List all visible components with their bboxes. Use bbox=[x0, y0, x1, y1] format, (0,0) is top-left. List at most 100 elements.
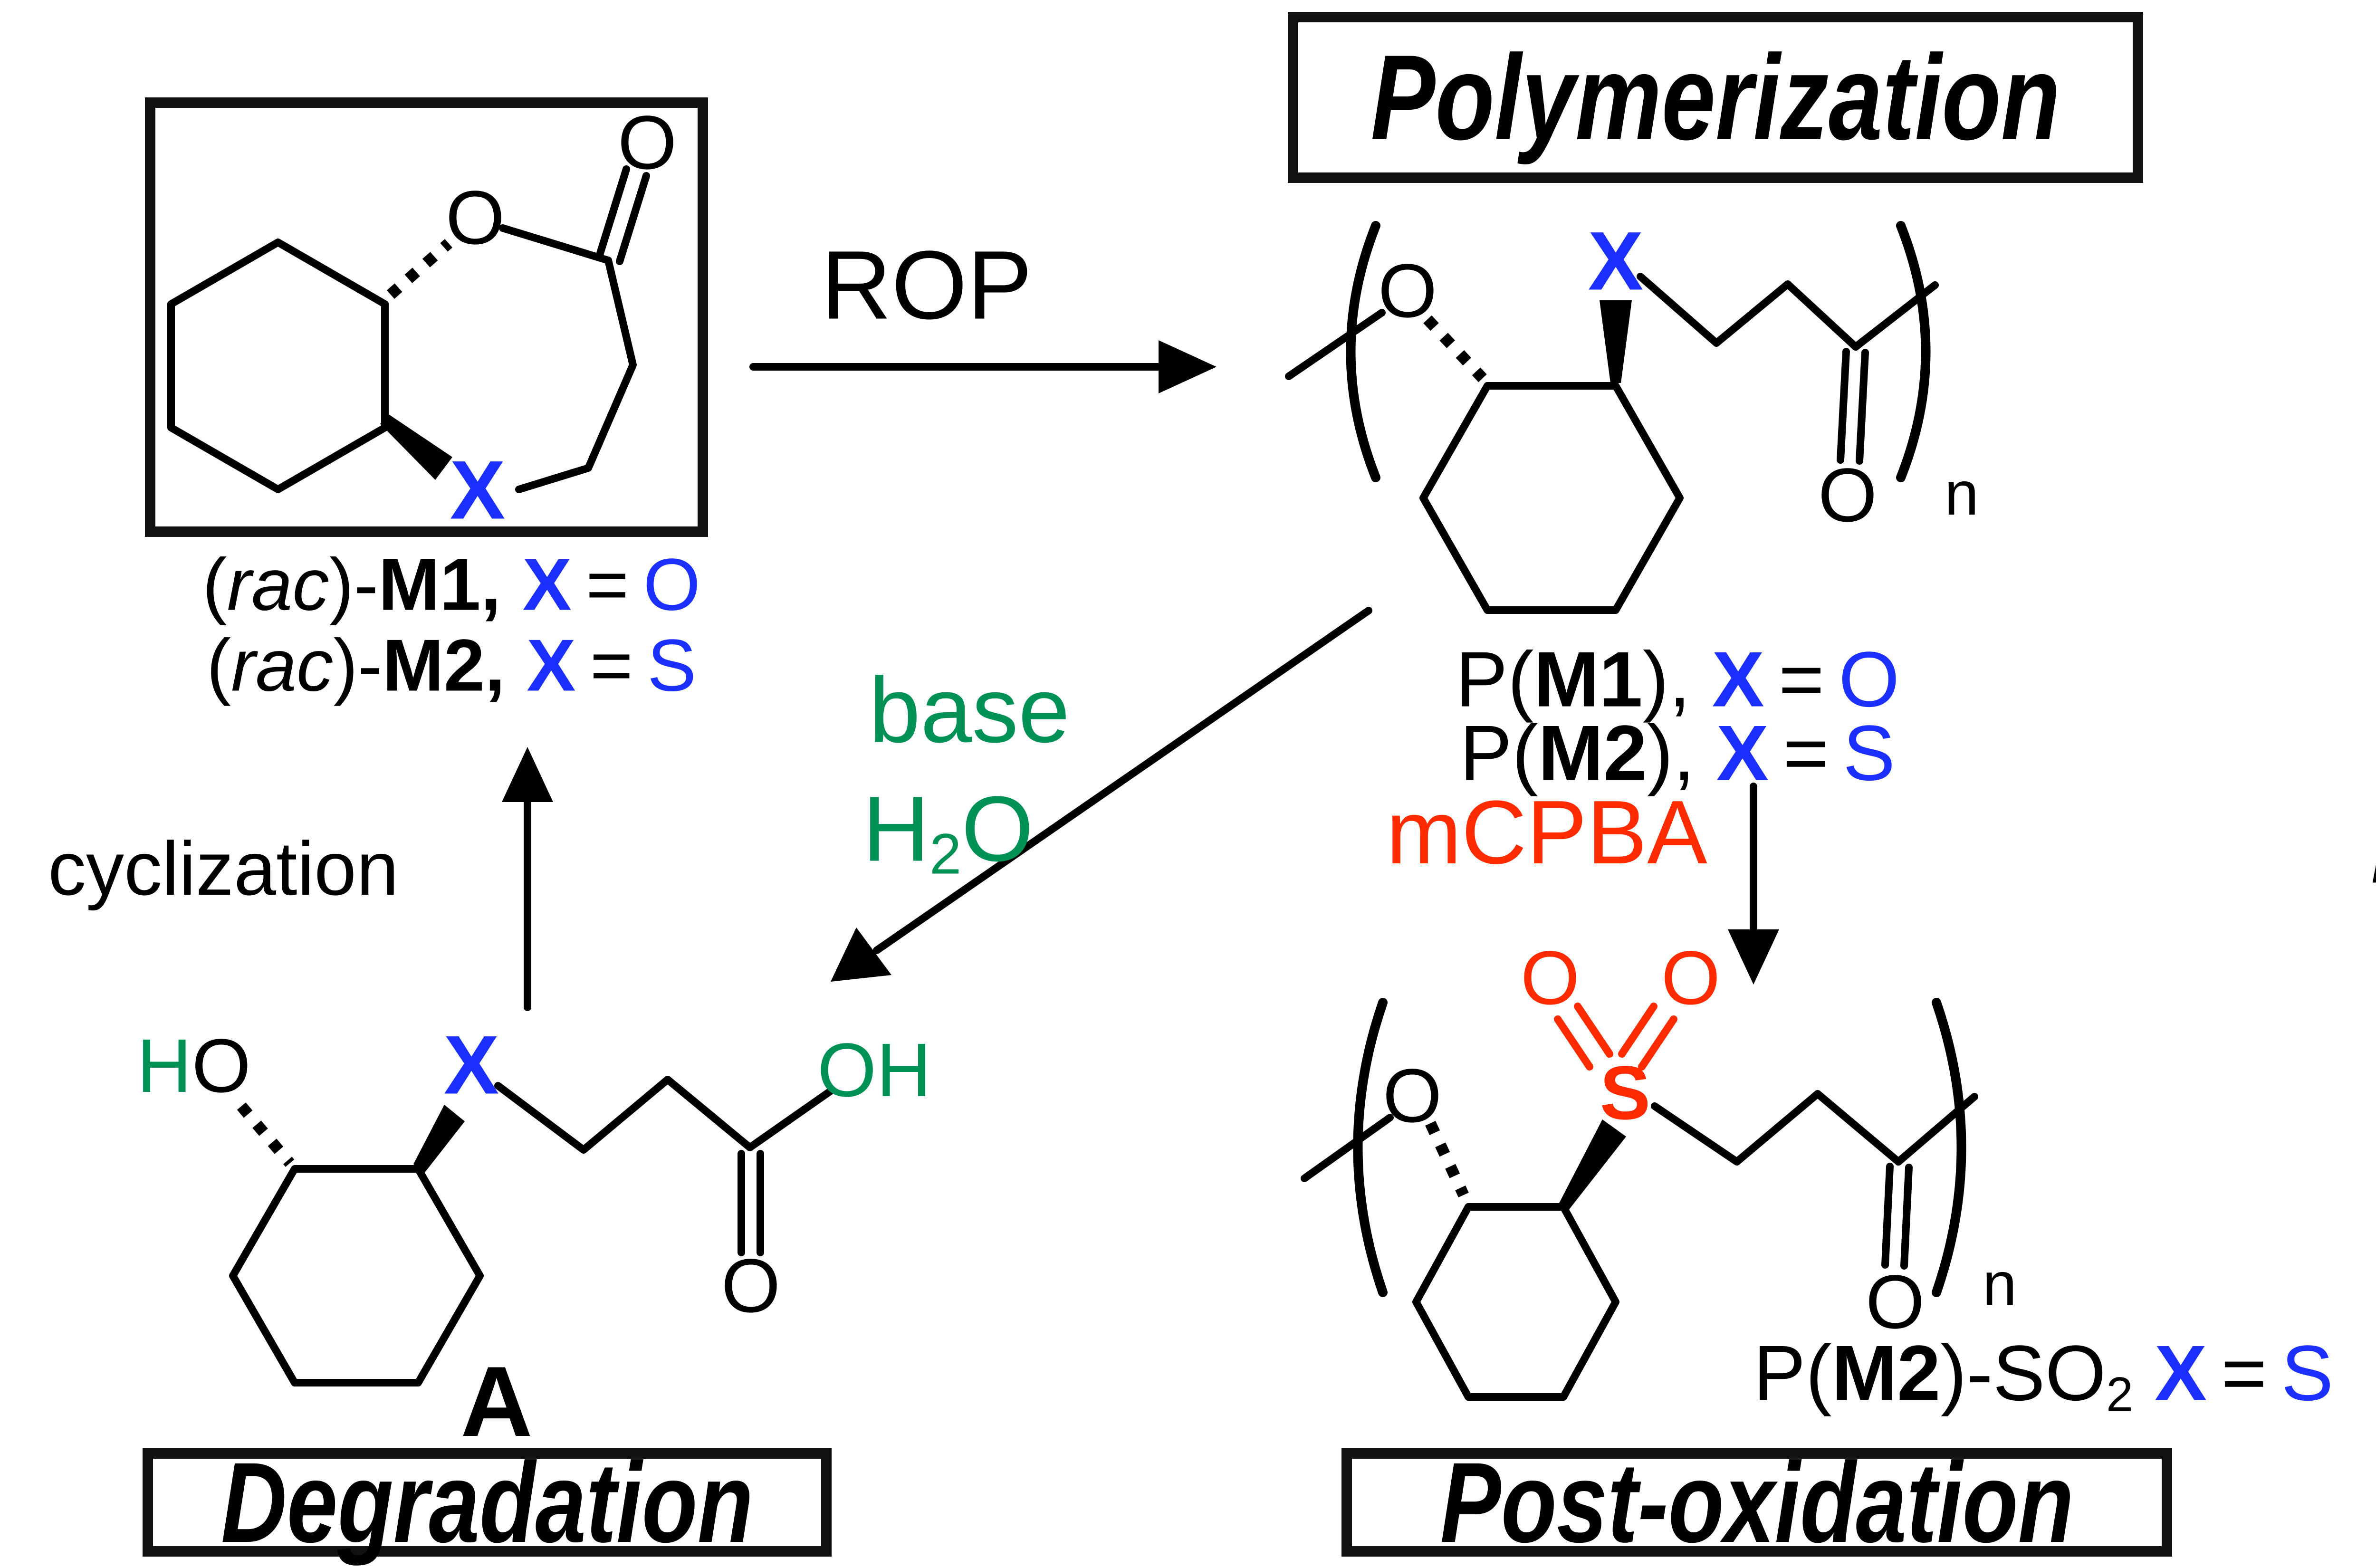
lactone-chain bbox=[515, 257, 637, 493]
monomer-ester-o-label: O bbox=[445, 175, 505, 260]
backbone-chain bbox=[1637, 273, 1859, 351]
compound-a-x-label: X bbox=[443, 1019, 499, 1112]
sulfone-repeat-n-label: n bbox=[1982, 1249, 2017, 1319]
degradation-title: Degradation bbox=[220, 1439, 754, 1566]
monomer-x-label: X bbox=[450, 444, 506, 537]
caption-text: M2 bbox=[1831, 1329, 1941, 1417]
degradation-title-box: Degradation bbox=[143, 1439, 832, 1566]
caption-text: = bbox=[1778, 635, 1825, 723]
h2o-subscript: 2 bbox=[929, 822, 962, 886]
monomer-carbonyl-o-label: O bbox=[617, 100, 677, 185]
sulfone-carbonyl-o-label: O bbox=[1865, 1259, 1925, 1344]
compound-a-label: A bbox=[460, 1346, 533, 1457]
ester-o-c-bond bbox=[499, 224, 612, 264]
caption-text: O bbox=[1839, 635, 1900, 723]
caption-text: ( bbox=[202, 543, 227, 626]
carbonyl-double-bond-2 bbox=[1856, 349, 1869, 465]
caption-text: O bbox=[643, 543, 701, 626]
caption-text: rac bbox=[231, 624, 334, 707]
compound-a-oh-label: OH bbox=[817, 1027, 931, 1112]
compound-a-ho-label: HO bbox=[137, 1028, 251, 1104]
degradation-arrow bbox=[831, 607, 1372, 982]
y-axis-label: Pr bbox=[2369, 792, 2376, 899]
carbonyl-double-bond-1 bbox=[1837, 348, 1850, 464]
sulfone-o-right-label: O bbox=[1661, 935, 1721, 1020]
caption-text: X bbox=[527, 624, 576, 707]
compound-a-carbonyl-o-label: O bbox=[721, 1243, 781, 1328]
sulfone-s-label: S bbox=[1600, 1050, 1651, 1135]
caption-text: = bbox=[1782, 709, 1829, 797]
caption-text: P( bbox=[1753, 1329, 1832, 1417]
mcpba-arrow bbox=[1728, 783, 1779, 985]
right-parenthesis bbox=[1932, 998, 1966, 1297]
monomer-structure bbox=[167, 165, 650, 493]
degradation-arrowhead-icon bbox=[831, 927, 891, 982]
carbonyl-double-bond-1 bbox=[596, 165, 630, 258]
compound-a-structure bbox=[229, 1076, 834, 1386]
polymer-caption-1: P(M1),X=O bbox=[1456, 640, 1900, 719]
post-oxidation-title-box: Post-oxidation bbox=[1341, 1439, 2172, 1566]
bold-wedge-bond bbox=[1559, 1119, 1626, 1211]
bold-wedge-bond bbox=[380, 414, 452, 480]
sulfone-structure bbox=[1301, 998, 1978, 1401]
backbone-chain bbox=[1651, 1090, 1902, 1166]
bold-wedge-bond bbox=[413, 1105, 465, 1174]
caption-text: M1, bbox=[378, 543, 501, 626]
caption-text: M1 bbox=[1533, 635, 1643, 723]
cyclization-label: cyclization bbox=[48, 826, 399, 911]
rop-arrowhead-icon bbox=[1159, 340, 1217, 393]
carbonyl-double-bond-2 bbox=[1900, 1164, 1913, 1270]
polymerization-title-box: Polymerization bbox=[1288, 12, 2143, 183]
left-parenthesis bbox=[1353, 998, 1388, 1297]
s-o-double-bond-right-1 bbox=[1638, 1015, 1677, 1071]
h2o-label: H2O bbox=[862, 783, 1034, 882]
caption-text: S bbox=[2281, 1329, 2334, 1417]
caption-text: )-SO bbox=[1940, 1329, 2107, 1417]
cyclohexane-ring bbox=[1412, 1203, 1619, 1401]
c-oh-bond bbox=[746, 1087, 834, 1151]
carbonyl-double-bond-2 bbox=[616, 172, 650, 265]
polymerization-title: Polymerization bbox=[1370, 29, 2060, 165]
base-label: base bbox=[869, 658, 1070, 762]
s-o-double-bond-right-2 bbox=[1618, 1003, 1657, 1058]
caption-text: X bbox=[1712, 635, 1764, 723]
backbone-bond-left bbox=[1285, 309, 1386, 380]
caption-subscript: 2 bbox=[2106, 1367, 2133, 1421]
cyclization-arrow bbox=[502, 747, 553, 1011]
y-axis-symbol: P bbox=[2369, 786, 2376, 906]
bold-wedge-bond bbox=[1600, 300, 1632, 383]
right-parenthesis bbox=[1896, 221, 1931, 482]
monomer-frame bbox=[145, 97, 708, 537]
rop-label: ROP bbox=[821, 230, 1033, 340]
caption-text: X bbox=[1716, 709, 1769, 797]
caption-text: M2 bbox=[1538, 709, 1647, 797]
caption-text: ), bbox=[1642, 635, 1691, 723]
polymer-x-label: X bbox=[1588, 215, 1644, 308]
caption-text: ( bbox=[206, 624, 231, 707]
caption-text: = bbox=[590, 624, 633, 707]
polymer-repeat-n-label: n bbox=[1944, 459, 1979, 528]
polymer-carbonyl-o-label: O bbox=[1818, 452, 1878, 537]
h2o-o: O bbox=[961, 777, 1034, 881]
mcpba-label: mCPBA bbox=[1386, 782, 1707, 883]
caption-text: S bbox=[647, 624, 697, 707]
caption-text: X bbox=[522, 543, 572, 626]
degradation-arrow-shaft bbox=[873, 607, 1372, 954]
h2o-h: H bbox=[862, 777, 929, 881]
cyclohexane-ring bbox=[229, 1165, 484, 1386]
acid-chain bbox=[494, 1076, 754, 1154]
caption-text: S bbox=[1843, 709, 1896, 797]
ho-o: O bbox=[192, 1023, 251, 1108]
sulfone-o-left-label: O bbox=[1520, 935, 1580, 1020]
polymer-backbone-o-label: O bbox=[1378, 248, 1437, 333]
polymer-structure bbox=[1285, 221, 1939, 614]
left-parenthesis bbox=[1346, 221, 1380, 482]
caption-text: P( bbox=[1459, 709, 1538, 797]
cyclohexane-ring bbox=[1419, 382, 1684, 614]
ho-h: H bbox=[137, 1023, 192, 1108]
caption-text: = bbox=[2221, 1329, 2267, 1417]
caption-text: ), bbox=[1647, 709, 1695, 797]
